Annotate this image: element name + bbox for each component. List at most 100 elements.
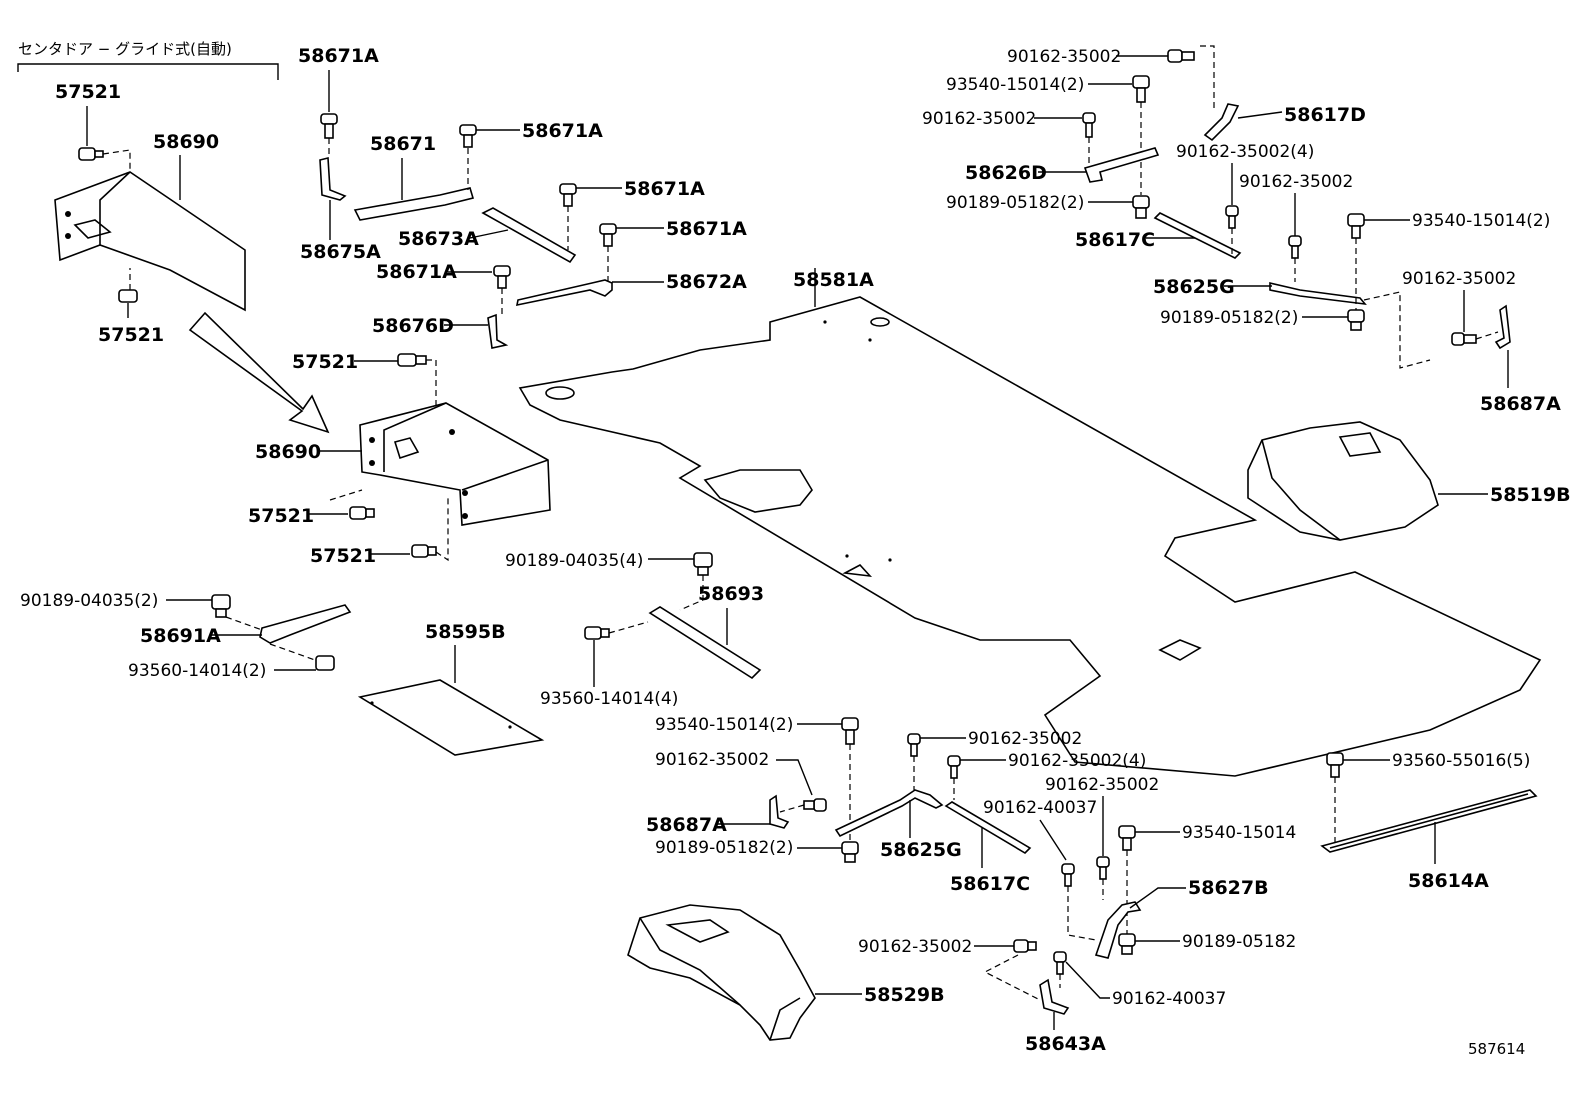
label-58691A: 58691A — [140, 625, 221, 647]
rail-58693 — [648, 606, 762, 680]
clip-93540-15014-2-a — [1132, 75, 1150, 103]
label-58617D: 58617D — [1284, 104, 1366, 126]
clip-57521-c — [397, 353, 427, 367]
label-58627B: 58627B — [1188, 877, 1269, 899]
cover-58529B — [627, 904, 816, 1041]
screw-58671A-e — [493, 265, 511, 289]
label-90162-35002-b: 90162-35002 — [922, 109, 1036, 129]
cover-58519B — [1247, 421, 1439, 541]
clip-90189-05182-2-a — [1132, 195, 1150, 219]
label-90162-35002-e: 90162-35002 — [655, 750, 769, 770]
strip-58626D — [1083, 147, 1160, 183]
pad-58595B — [357, 679, 545, 756]
strip-58687A-b — [769, 794, 790, 829]
clip-93540-15014-2-b — [1347, 213, 1365, 239]
bolt-90189-04035-2 — [211, 594, 231, 618]
strip-58673A — [481, 207, 577, 264]
clip-90189-05182 — [1118, 933, 1136, 955]
label-90189-04035-2: 90189-04035(2) — [20, 591, 158, 611]
clip-57521-e — [411, 544, 437, 558]
screw-90162-40037-b — [1053, 951, 1067, 975]
label-90189-05182-2-c: 90189-05182(2) — [655, 838, 793, 858]
label-58625G-a: 58625G — [1153, 276, 1235, 298]
label-58595B: 58595B — [425, 621, 506, 643]
rail-58614A — [1320, 789, 1538, 853]
section-caption: センタドア − グライド式(自動) — [18, 40, 232, 58]
screw-90162-35002-d — [1451, 332, 1477, 346]
label-90162-35002-a: 90162-35002 — [1007, 47, 1121, 67]
label-90162-35002-c: 90162-35002 — [1239, 172, 1353, 192]
bracket-58643A — [1039, 978, 1070, 1015]
label-93560-14014-4: 93560-14014(4) — [540, 689, 678, 709]
label-57521-b: 57521 — [98, 324, 164, 346]
label-57521-a: 57521 — [55, 81, 121, 103]
label-58673A: 58673A — [398, 228, 479, 250]
strip-58687A-a — [1494, 304, 1511, 350]
label-58675A: 58675A — [300, 241, 381, 263]
label-93540-15014-2-c: 93540-15014(2) — [655, 715, 793, 735]
label-58671A-c: 58671A — [624, 178, 705, 200]
label-58690-a: 58690 — [153, 131, 219, 153]
label-90162-35002-4-a: 90162-35002(4) — [1176, 142, 1314, 162]
label-58687A-b: 58687A — [646, 814, 727, 836]
label-58614A: 58614A — [1408, 870, 1489, 892]
strip-58671 — [353, 187, 475, 221]
clip-57521-d — [349, 506, 375, 520]
screw-90162-35002-4-a — [1225, 205, 1239, 229]
label-58671A-d: 58671A — [666, 218, 747, 240]
screw-93560-14014-4 — [584, 626, 610, 640]
clip-93540-15014-2-c — [841, 717, 859, 745]
screw-58671A-c — [559, 183, 577, 207]
screw-58671A-d — [599, 223, 617, 247]
strip-58617C-a — [1153, 212, 1242, 259]
label-90189-05182-2-a: 90189-05182(2) — [946, 193, 1084, 213]
screw-90162-35002-f — [907, 733, 921, 757]
label-58671: 58671 — [370, 133, 436, 155]
bracket-58690-a — [54, 171, 246, 312]
label-93560-14014-2: 93560-14014(2) — [128, 661, 266, 681]
label-90162-35002-d: 90162-35002 — [1402, 269, 1516, 289]
label-58687A-a: 58687A — [1480, 393, 1561, 415]
screw-90162-35002-4-b — [947, 755, 961, 779]
label-58693: 58693 — [698, 583, 764, 605]
label-58671A-b: 58671A — [522, 120, 603, 142]
clip-57521-a — [78, 147, 104, 161]
screw-93560-55016-5 — [1326, 752, 1344, 778]
screw-90162-35002-e — [803, 798, 827, 812]
screw-90162-40037-a — [1061, 863, 1075, 887]
caption-bracket — [17, 63, 279, 80]
bracket-58627B — [1094, 901, 1142, 959]
clip-57521-b — [118, 289, 138, 303]
clip-93540-15014 — [1118, 825, 1136, 851]
clip-90189-05182-2-c — [841, 841, 859, 863]
label-58626D: 58626D — [965, 162, 1047, 184]
strip-58617C-b — [944, 801, 1032, 855]
label-90162-35002-h: 90162-35002 — [858, 937, 972, 957]
floor-mat-58581A — [518, 296, 1542, 777]
bolt-90189-04035-4 — [693, 552, 713, 576]
screw-58671A-b — [459, 124, 477, 148]
strip-58672A — [515, 279, 613, 307]
screw-90162-35002-g — [1096, 856, 1110, 880]
screw-90162-35002-h — [1013, 939, 1037, 953]
screw-90162-35002-a — [1167, 49, 1195, 63]
strip-58625G-b — [834, 789, 944, 838]
label-58690-b: 58690 — [255, 441, 321, 463]
label-90162-35002-g: 90162-35002 — [1045, 775, 1159, 795]
strip-58675A — [319, 156, 347, 201]
screw-90162-35002-c — [1288, 235, 1302, 259]
strip-58625G-a — [1269, 281, 1367, 306]
label-90189-05182-2-b: 90189-05182(2) — [1160, 308, 1298, 328]
label-58617C-a: 58617C — [1075, 229, 1155, 251]
label-90162-35002-4-b: 90162-35002(4) — [1008, 751, 1146, 771]
label-57521-c: 57521 — [292, 351, 358, 373]
label-90189-04035-4: 90189-04035(4) — [505, 551, 643, 571]
figure-id: 587614 — [1468, 1040, 1525, 1058]
label-90162-40037-b: 90162-40037 — [1112, 989, 1226, 1009]
label-57521-d: 57521 — [248, 505, 314, 527]
strip-58676D — [487, 313, 509, 349]
label-58519B: 58519B — [1490, 484, 1571, 506]
label-93560-55016-5: 93560-55016(5) — [1392, 751, 1530, 771]
label-93540-15014-2-b: 93540-15014(2) — [1412, 211, 1550, 231]
